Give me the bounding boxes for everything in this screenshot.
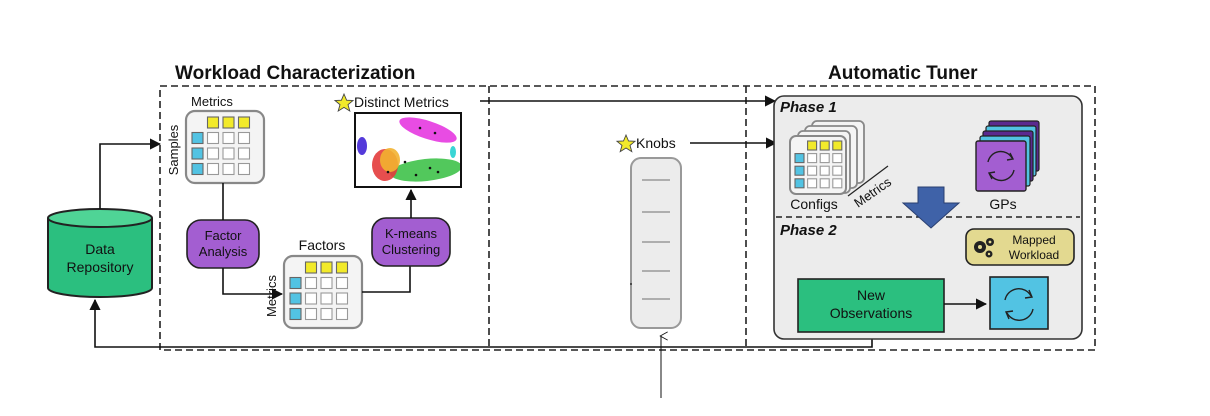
mapped-line2: Workload [1009,248,1059,262]
configs-stack: Metrics Configs [789,120,894,212]
arrow-observations-to-repo [89,298,873,348]
matrix-cell [206,162,220,176]
gps-label: GPs [989,196,1016,212]
matrix-cell [191,162,204,176]
refresh-icon [987,150,1015,182]
phase2-label: Phase 2 [780,222,837,239]
star-icon [333,92,355,112]
data-repository: Data Repository [47,208,153,298]
matrix-cell [222,116,235,129]
matrix-cell [794,178,805,189]
matrix-cell [320,261,333,274]
matrix-cell [320,276,333,290]
cluster-plot [354,112,462,188]
matrix-cell [794,165,805,176]
matrix-cell [819,178,830,189]
factor-analysis-line1: Factor [205,228,243,243]
data-repository-label-line1: Data [85,241,115,257]
matrix-cell [807,140,818,151]
knob-slider [630,157,682,329]
new-observations-line2: Observations [830,305,912,321]
factor-analysis-line2: Analysis [199,244,248,259]
matrix-cell [206,147,220,160]
down-arrow-icon [901,186,961,229]
matrix-cell [335,307,349,321]
matrix-cell [335,261,349,274]
matrix-cell [832,153,843,164]
matrix-cell [807,153,818,164]
matrix-cell [794,153,805,164]
new-observations-line1: New [857,287,886,303]
matrix-cell [832,140,843,151]
configs-label: Configs [790,196,837,212]
factor-analysis-box: Factor Analysis [186,219,260,269]
line-factors-to-kmeans [362,264,411,293]
metrics-side-label: Metrics [264,275,279,317]
matrix-cell [819,165,830,176]
matrix-cell [237,131,251,145]
new-observations-box: New Observations [797,278,945,333]
matrix-cell [222,147,235,160]
samples-label: Samples [166,124,181,175]
kmeans-line1: K-means [385,226,438,241]
distinct-metrics-label: Distinct Metrics [354,94,449,110]
section-frames [159,85,1096,351]
matrix-cell [206,116,220,129]
matrix-cell [807,165,818,176]
mapped-line1: Mapped [1012,233,1055,247]
section-title-workload-characterization: Workload Characterization [175,63,415,84]
matrix-cell [304,276,318,290]
matrix-cell [289,292,302,305]
section-title-automatic-tuner: Automatic Tuner [828,63,978,84]
arrow-factor-to-factors-matrix [222,268,284,300]
knobs-star-icon [615,133,637,153]
gears-icon [974,238,994,258]
matrix-cell [335,276,349,290]
matrix-cell [222,131,235,145]
matrix-cell [335,292,349,305]
matrix-cell [206,131,220,145]
mapped-workload-badge: Mapped Workload [965,228,1075,266]
matrix-cell [237,162,251,176]
phase1-label: Phase 1 [780,99,837,116]
kmeans-line2: Clustering [382,242,441,257]
matrix-cell [320,292,333,305]
phase2-gp [989,276,1049,330]
matrix-cell [832,165,843,176]
arrow-repo-to-samples [99,138,162,209]
metrics-samples-matrix: Metrics Samples [166,94,266,185]
kmeans-box: K-means Clustering [371,217,451,267]
matrix-cell [832,178,843,189]
metrics-label: Metrics [191,94,233,109]
refresh-icon [1004,288,1034,321]
matrix-cell [819,153,830,164]
matrix-cell [191,131,204,145]
factors-label: Factors [299,237,346,253]
factors-metrics-matrix: Factors Metrics [264,237,364,330]
matrix-cell [807,178,818,189]
gps-stack: GPs [975,120,1040,212]
matrix-cell [237,147,251,160]
matrix-cell [819,140,830,151]
matrix-cell [289,276,302,290]
matrix-cell [320,307,333,321]
matrix-cell [304,261,318,274]
matrix-cell [304,292,318,305]
matrix-cell [237,116,251,129]
knobs-label: Knobs [636,135,676,151]
matrix-cell [191,147,204,160]
matrix-cell [304,307,318,321]
data-repository-label-line2: Repository [67,259,134,275]
matrix-cell [289,307,302,321]
matrix-cell [222,162,235,176]
